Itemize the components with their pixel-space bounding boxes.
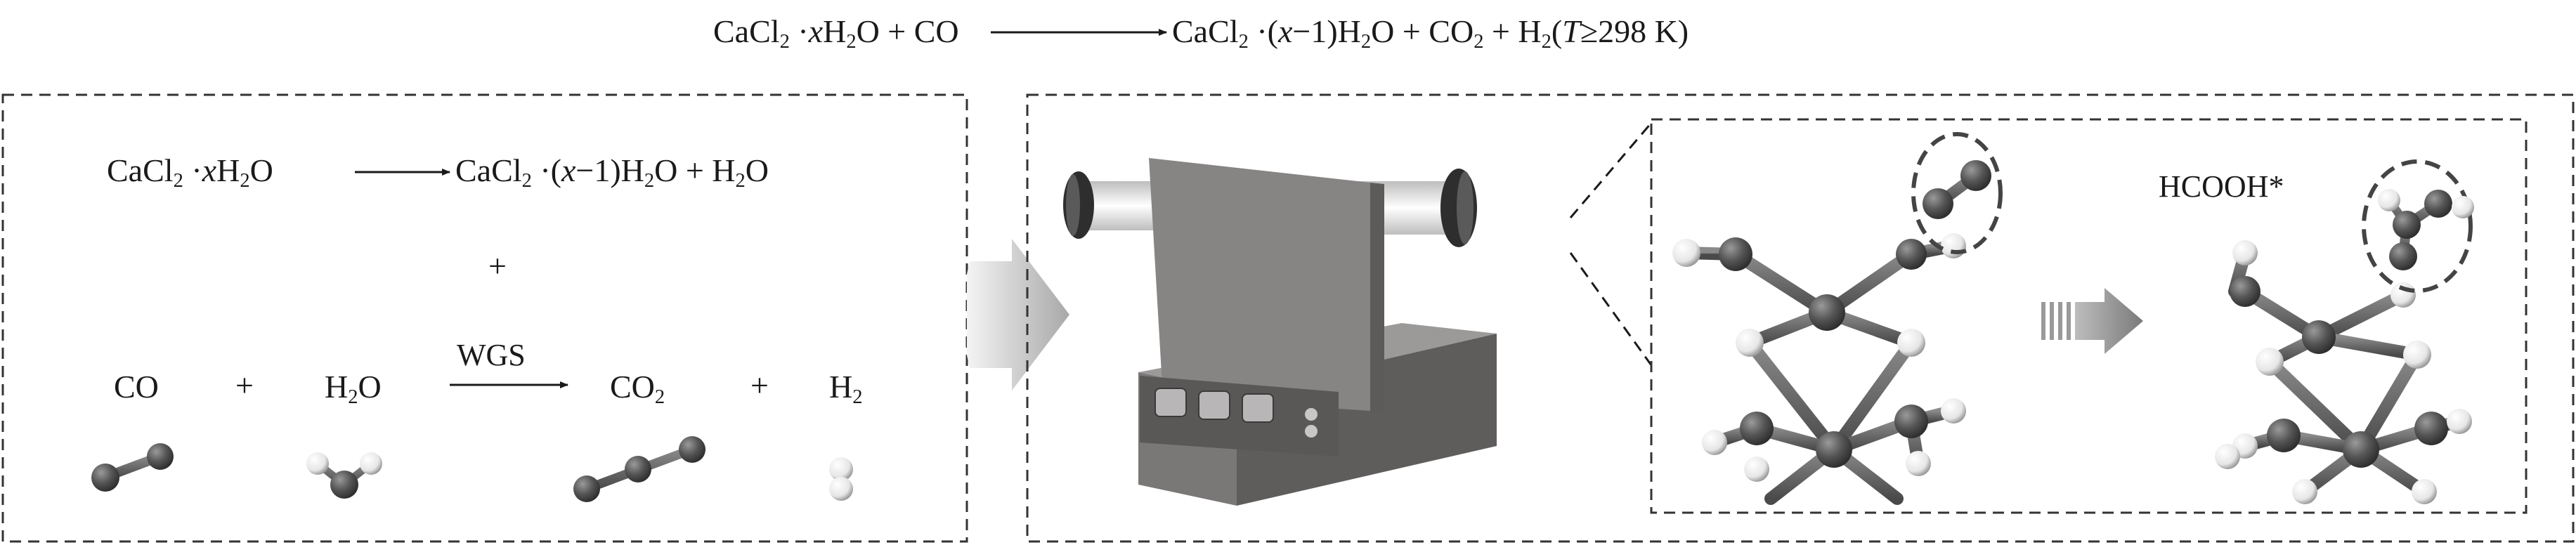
eq-subscript: 2 — [654, 386, 665, 408]
eq-text: H — [325, 369, 349, 405]
co2-label: CO2 — [610, 371, 665, 408]
eq-text: O + CO — [856, 13, 959, 49]
eq-text: CaCl — [107, 152, 174, 188]
eq-text: ≥298 K) — [1580, 13, 1689, 49]
eq-variable: x — [202, 152, 217, 188]
eq-text: ·( — [1248, 13, 1278, 49]
eq-subscript: 2 — [240, 169, 250, 192]
top-eq-right: CaCl2 ·(x−1)H2O + CO2 + H2(T≥298 K) — [1172, 15, 1689, 53]
top-eq-left: CaCl2 ·xH2O + CO — [713, 15, 959, 53]
eq-subscript: 2 — [846, 30, 857, 53]
co-label: CO — [114, 369, 159, 405]
eq-text: · — [789, 13, 809, 49]
reactor-machine — [1063, 158, 1497, 506]
eq-text: H — [823, 13, 847, 49]
eq-subscript: 2 — [1474, 30, 1484, 53]
eq-text: · — [183, 152, 202, 188]
eq-subscript: 2 — [521, 169, 532, 192]
hcooh-product-label: HCOOH* — [2159, 169, 2284, 204]
eq-text: −1)H — [1292, 13, 1361, 49]
co-adsorbate — [1923, 160, 1991, 219]
zoom-line-bottom — [1569, 252, 1653, 366]
co2-molecule — [573, 436, 705, 502]
h2-label: H2 — [829, 371, 863, 408]
eq-text: −1)H — [575, 152, 644, 188]
eq-text: ·( — [531, 152, 561, 188]
eq-text: O — [745, 152, 769, 188]
eq-text: CaCl — [455, 152, 522, 188]
eq-subscript: 2 — [779, 30, 790, 53]
eq-subscript: 2 — [1238, 30, 1249, 53]
wgs-plus-1: + — [235, 367, 254, 403]
eq-subscript: 2 — [1541, 30, 1552, 53]
eq-variable: T — [1562, 13, 1580, 49]
eq-text: ( — [1551, 13, 1563, 49]
eq-text: O — [358, 369, 382, 405]
eq-subscript: 2 — [735, 169, 746, 192]
surface-atoms-before — [1672, 233, 1966, 482]
zoom-line-top — [1569, 122, 1653, 218]
eq-subscript: 2 — [852, 386, 863, 408]
eq-subscript: 2 — [1360, 30, 1372, 53]
surface-atoms-after — [2215, 240, 2472, 504]
eq-text: + H — [1483, 13, 1542, 49]
right-panel-frame — [1026, 93, 2575, 543]
eq-variable: x — [808, 13, 824, 49]
eq-variable: x — [1277, 13, 1293, 49]
hcooh-adsorbate-highlight — [2362, 159, 2473, 293]
h2o-label: H2O — [325, 371, 382, 408]
eq-text: O — [249, 152, 273, 188]
hcooh-adsorbate — [2378, 189, 2474, 270]
eq-text: H — [216, 152, 240, 188]
eq-text: CaCl — [713, 13, 780, 49]
eq-text: CO — [610, 369, 655, 405]
dehydration-eq-right: CaCl2 ·(x−1)H2O + H2O — [455, 155, 769, 192]
eq-text: O + H — [654, 152, 736, 188]
wgs-plus-2: + — [750, 367, 769, 403]
dehydration-eq-left: CaCl2 ·xH2O — [107, 155, 273, 192]
co-adsorbate-highlight — [1911, 132, 2003, 254]
h2-molecule — [829, 457, 853, 501]
h2o-molecule — [306, 452, 382, 499]
zoom-panel-frame — [1650, 118, 2528, 514]
eq-variable: x — [561, 152, 576, 188]
process-arrow — [2041, 288, 2143, 354]
eq-subscript: 2 — [348, 386, 358, 408]
plus-sign: + — [488, 248, 507, 284]
eq-subscript: 2 — [173, 169, 183, 192]
eq-text: CaCl — [1172, 13, 1239, 49]
transition-arrow — [967, 239, 1069, 390]
eq-text: O + CO — [1371, 13, 1474, 49]
wgs-arrow-label: WGS — [457, 338, 526, 372]
co-molecule — [91, 443, 174, 492]
eq-subscript: 2 — [644, 169, 655, 192]
eq-text: H — [829, 369, 853, 405]
